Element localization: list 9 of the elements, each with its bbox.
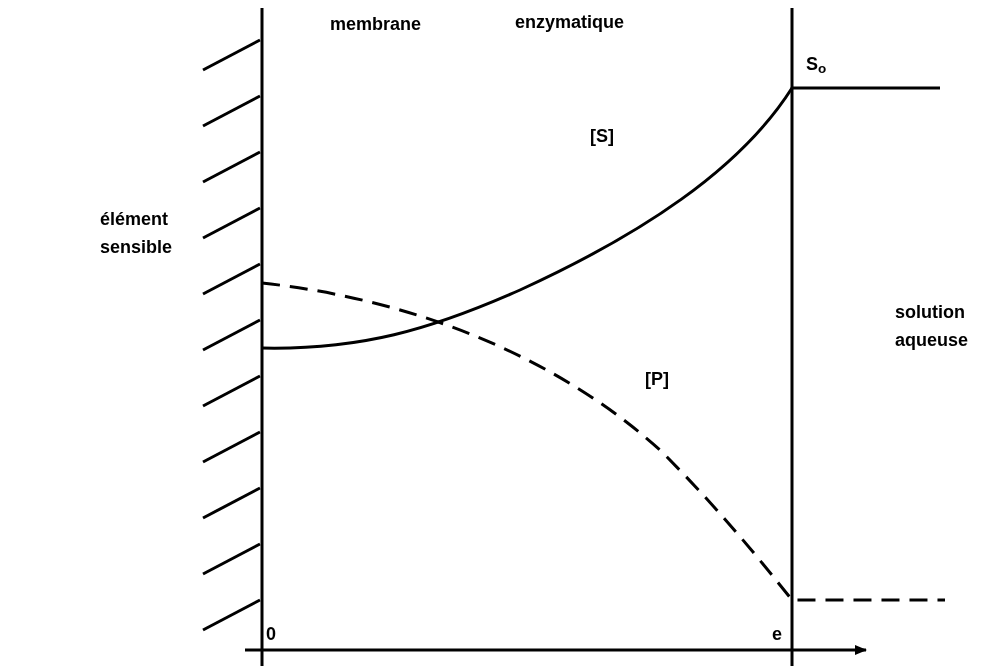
label-text: [P]	[645, 368, 670, 391]
label-text: S$_{o}$	[806, 53, 828, 78]
label-text: [S]	[590, 125, 615, 148]
label-text: solution aqueuse	[895, 301, 970, 352]
label-text: 0	[266, 623, 277, 646]
label-text: enzymatique	[515, 11, 626, 34]
label-text: élément sensible	[100, 208, 174, 259]
label-text: e	[772, 623, 783, 646]
label-text: membrane	[330, 13, 423, 36]
